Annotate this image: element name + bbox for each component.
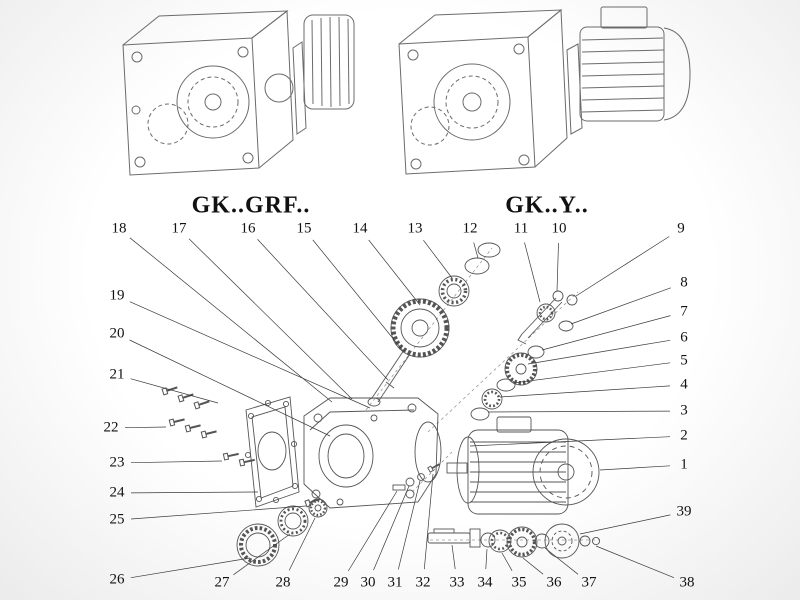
- leader-line-6: [527, 339, 671, 365]
- leader-line-31: [397, 480, 421, 570]
- variant-label-grf: GK..GRF..: [191, 192, 311, 219]
- leader-line-33: [451, 544, 456, 570]
- leader-line-10: [556, 242, 559, 292]
- intermediate-gear-stack: [470, 345, 545, 421]
- callout-22: 22: [103, 419, 119, 436]
- leader-line-17: [188, 238, 353, 400]
- variant-label-y: GK..Y..: [505, 192, 589, 219]
- gearbox-housing: [303, 397, 442, 509]
- callout-38: 38: [679, 574, 695, 591]
- exploded-view: [161, 242, 601, 567]
- leader-line-21: [130, 378, 219, 404]
- callout-10: 10: [551, 220, 567, 237]
- callout-36: 36: [546, 574, 562, 591]
- callout-32: 32: [415, 574, 431, 591]
- leader-line-8: [570, 287, 671, 325]
- leader-line-27: [233, 533, 291, 576]
- callout-29: 29: [333, 574, 349, 591]
- leader-line-24: [130, 491, 259, 494]
- leader-line-15: [312, 239, 405, 353]
- upper-bearing: [438, 275, 470, 307]
- leader-line-28: [288, 517, 316, 571]
- leader-line-38: [595, 545, 675, 579]
- leader-line-11: [524, 242, 541, 303]
- leader-line-9: [575, 236, 670, 297]
- leader-line-2: [469, 436, 671, 447]
- callout-13: 13: [407, 220, 423, 237]
- leader-line-34: [485, 548, 488, 570]
- callout-2: 2: [680, 427, 688, 444]
- leader-line-37: [544, 547, 579, 575]
- leader-line-30: [373, 485, 410, 571]
- callout-35: 35: [511, 574, 527, 591]
- callout-15: 15: [296, 220, 312, 237]
- callout-39: 39: [676, 503, 692, 520]
- callout-16: 16: [240, 220, 256, 237]
- callout-21: 21: [109, 366, 125, 383]
- leader-line-35: [501, 552, 513, 571]
- callout-11: 11: [513, 220, 529, 237]
- callout-4: 4: [680, 376, 688, 393]
- leader-line-5: [512, 362, 671, 384]
- callout-14: 14: [352, 220, 368, 237]
- leader-line-18: [129, 237, 333, 403]
- callout-9: 9: [677, 220, 685, 237]
- callout-26: 26: [109, 571, 125, 588]
- callout-19: 19: [109, 287, 125, 304]
- assembled-gearbox-y: [398, 6, 691, 175]
- leader-line-13: [423, 239, 453, 279]
- leader-line-1: [599, 465, 671, 471]
- fastener-bolts: [161, 386, 321, 508]
- output-shaft-assembly: [427, 523, 601, 559]
- callout-30: 30: [360, 574, 376, 591]
- callout-20: 20: [109, 325, 125, 342]
- leader-line-39: [579, 514, 671, 535]
- assembled-gearbox-grf: [122, 10, 355, 176]
- callout-37: 37: [581, 574, 597, 591]
- input-pinion-shaft: [517, 290, 578, 345]
- callout-23: 23: [109, 454, 125, 471]
- callout-5: 5: [680, 352, 688, 369]
- leader-line-12: [473, 242, 479, 259]
- assembly-axis-lines: [365, 247, 600, 541]
- retaining-rings-top: [464, 242, 501, 275]
- callout-18: 18: [111, 220, 127, 237]
- leader-line-4: [499, 385, 671, 398]
- callout-3: 3: [680, 402, 688, 419]
- cover-plate: [244, 396, 300, 508]
- callout-12: 12: [462, 220, 478, 237]
- leader-line-20: [129, 339, 331, 437]
- leader-line-3: [487, 410, 671, 413]
- callout-24: 24: [109, 484, 125, 501]
- leader-line-32: [423, 473, 434, 570]
- leader-line-14: [368, 239, 421, 306]
- leader-line-29: [348, 490, 398, 572]
- leader-line-25: [130, 505, 307, 520]
- leader-line-16: [257, 239, 389, 381]
- callout-1: 1: [680, 456, 688, 473]
- callout-28: 28: [275, 574, 291, 591]
- callout-6: 6: [680, 329, 688, 346]
- large-helical-gear: [390, 298, 450, 358]
- callout-34: 34: [477, 574, 493, 591]
- leader-line-23: [130, 460, 223, 464]
- callout-31: 31: [387, 574, 403, 591]
- small-hardware: [392, 463, 440, 491]
- callout-7: 7: [680, 303, 688, 320]
- callout-8: 8: [680, 274, 688, 291]
- leader-line-19: [129, 301, 371, 409]
- electric-motor: [446, 416, 600, 515]
- leader-line-7: [541, 315, 671, 351]
- leader-line-22: [124, 426, 167, 429]
- callout-27: 27: [214, 574, 230, 591]
- leader-line-36: [522, 557, 544, 575]
- callout-33: 33: [449, 574, 465, 591]
- leader-lines: [124, 236, 675, 579]
- callout-17: 17: [171, 220, 187, 237]
- intermediate-shaft: [367, 349, 411, 407]
- callout-25: 25: [109, 511, 125, 528]
- leader-line-26: [130, 557, 251, 579]
